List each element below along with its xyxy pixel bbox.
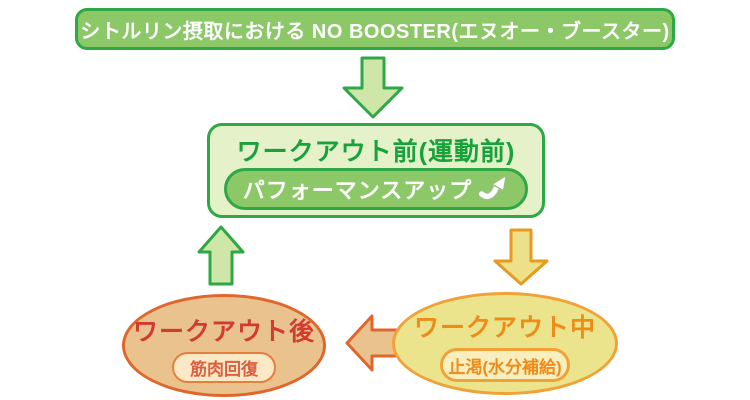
arrow-up-green-icon xyxy=(197,225,245,286)
hydration-label: 止渇(水分補給) xyxy=(448,357,562,377)
muscle-recovery-badge: 筋肉回復 xyxy=(172,352,276,383)
performance-up-label: パフォーマンスアップ xyxy=(242,178,473,203)
arrow-down-green-icon xyxy=(342,56,404,119)
banner-label: シトルリン摂取における NO BOOSTER(エヌオー・ブースター) xyxy=(80,20,670,43)
performance-up-badge: パフォーマンスアップ xyxy=(224,168,528,210)
muscle-recovery-label: 筋肉回復 xyxy=(190,360,258,379)
pre-workout-box: ワークアウト前(運動前) パフォーマンスアップ xyxy=(207,123,545,218)
during-workout-title: ワークアウト中 xyxy=(413,314,596,342)
post-workout-ellipse: ワークアウト後 筋肉回復 xyxy=(122,294,326,397)
arrow-down-orange-icon xyxy=(493,228,549,286)
post-workout-title: ワークアウト後 xyxy=(132,318,315,346)
during-workout-ellipse: ワークアウト中 止渇(水分補給) xyxy=(392,292,618,395)
up-right-arrow-icon xyxy=(477,174,508,201)
pre-workout-title: ワークアウト前(運動前) xyxy=(236,138,516,166)
hydration-badge: 止渇(水分補給) xyxy=(440,348,570,382)
banner-no-booster: シトルリン摂取における NO BOOSTER(エヌオー・ブースター) xyxy=(75,8,675,50)
